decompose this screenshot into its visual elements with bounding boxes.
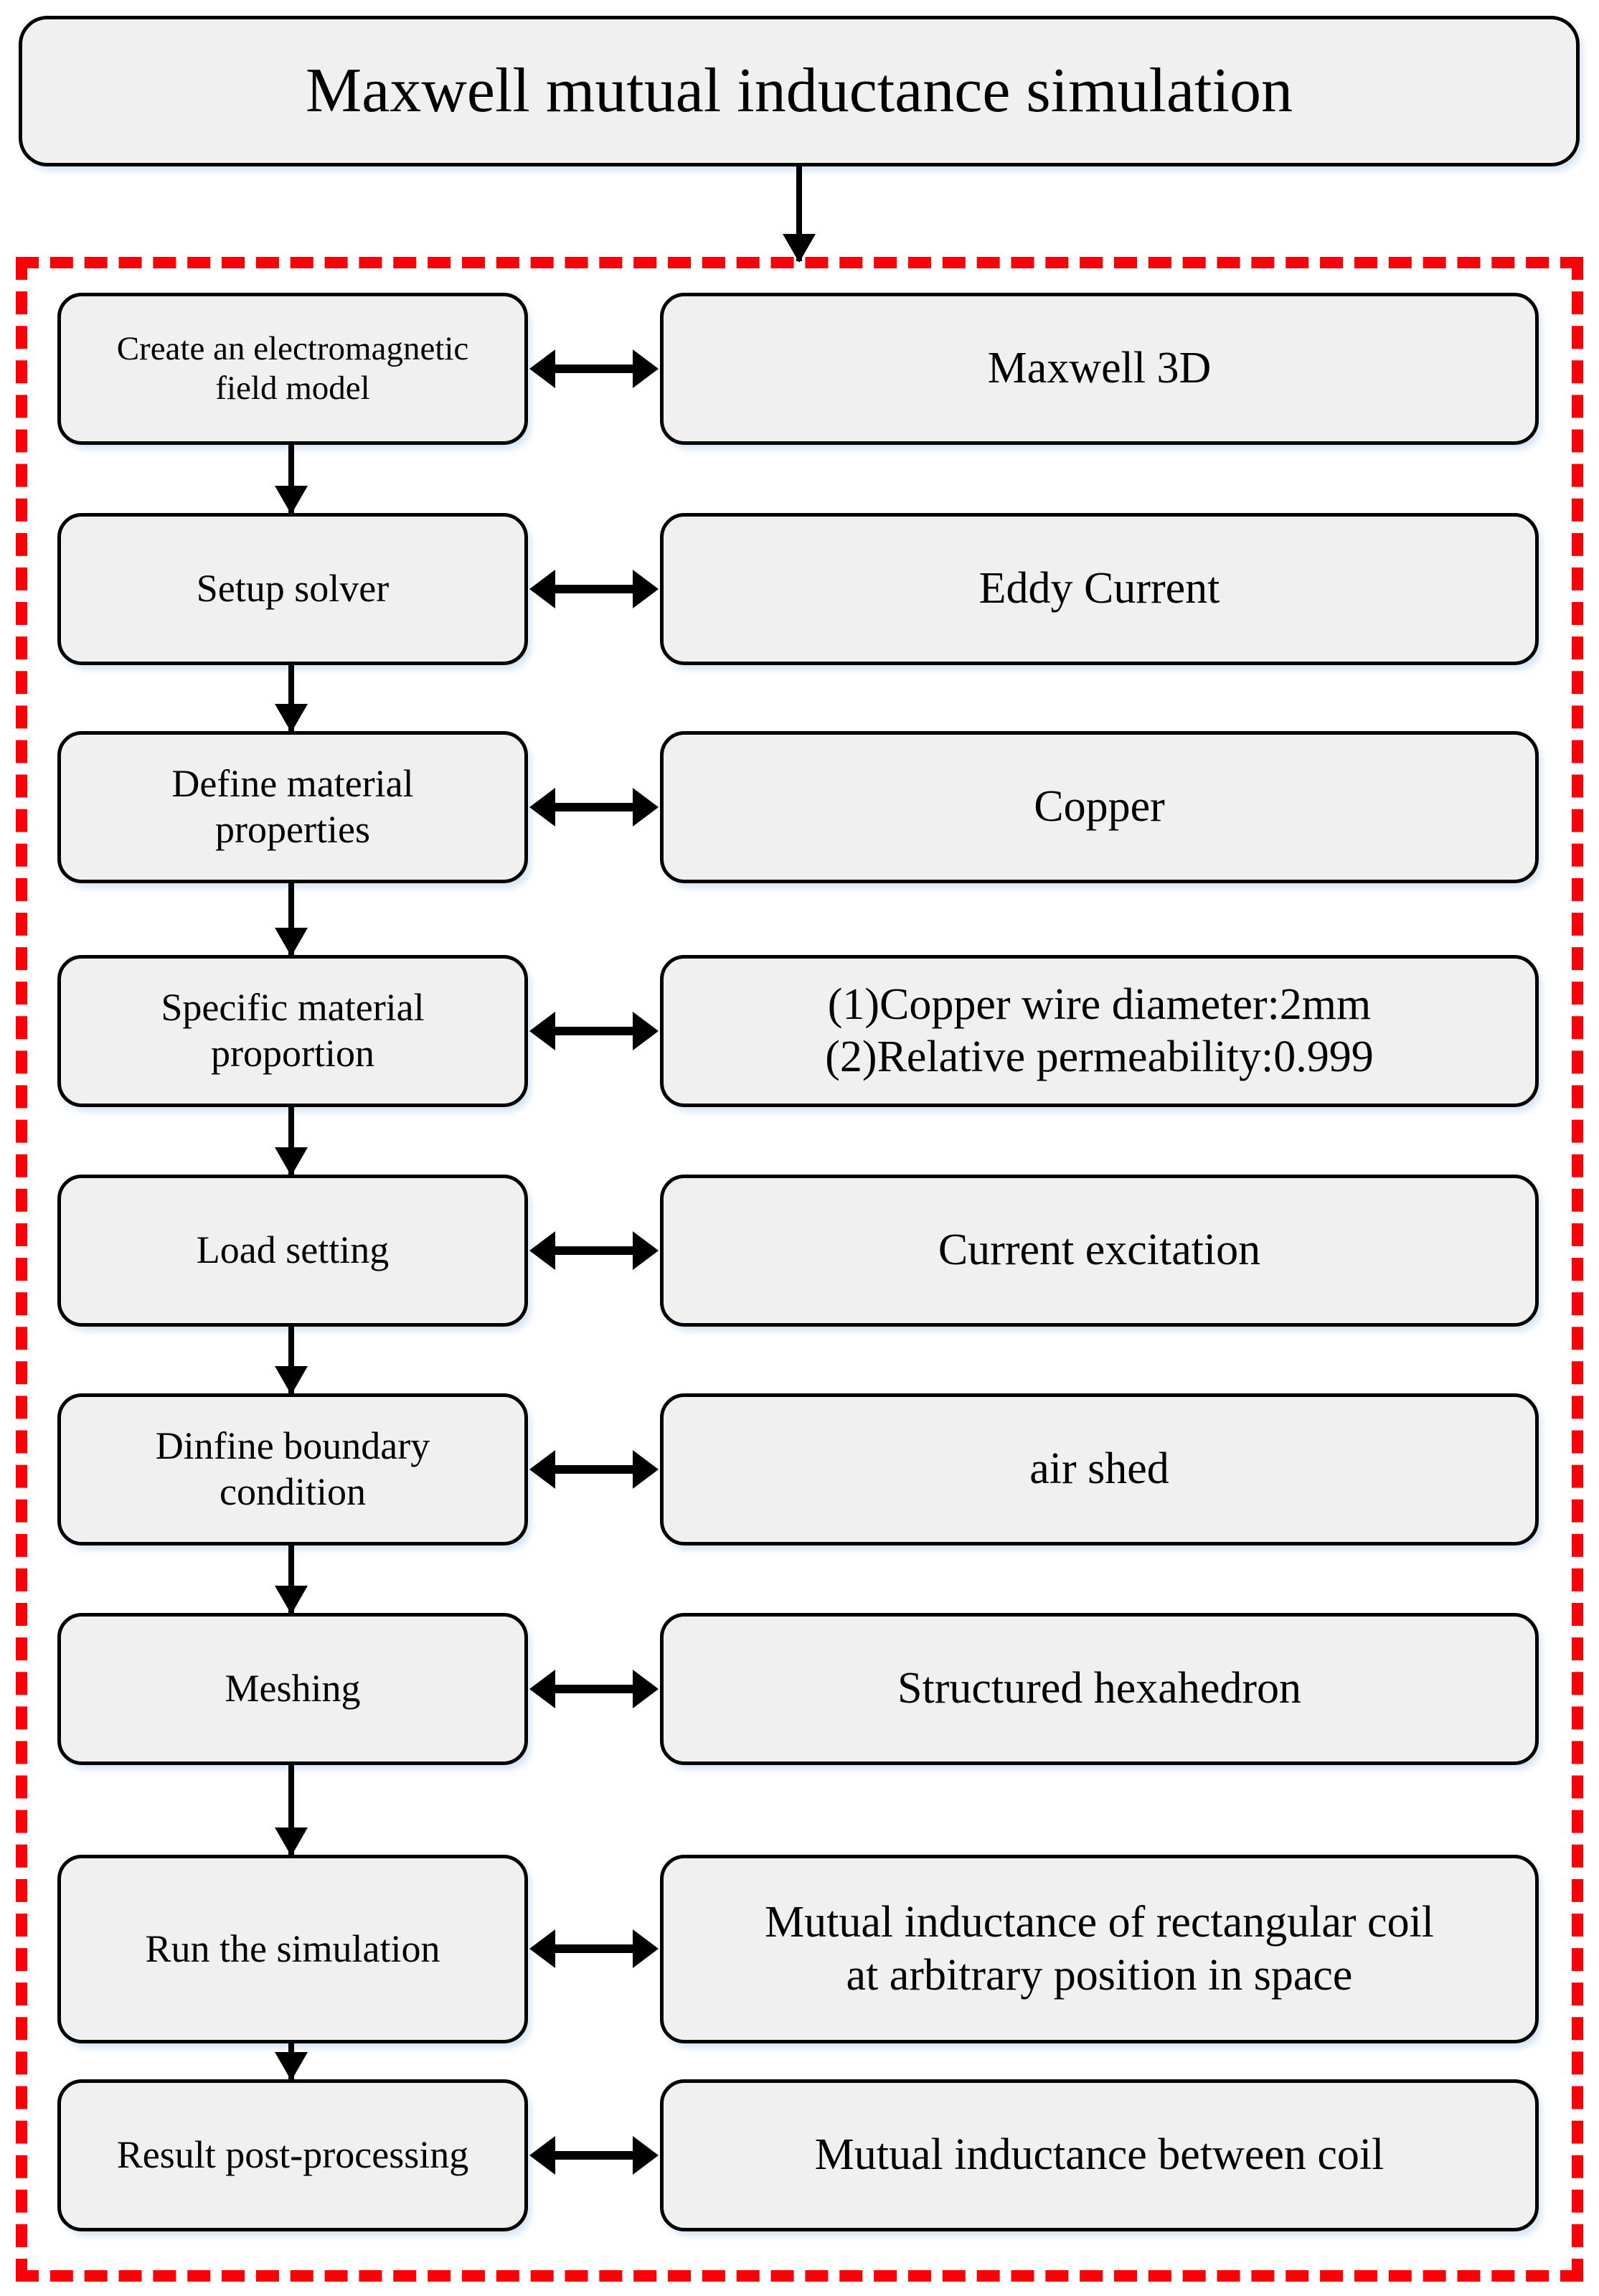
arrow-head-right — [633, 788, 659, 827]
detail-box-4[interactable]: (1)Copper wire diameter:2mm (2)Relative … — [660, 955, 1539, 1107]
step-box-1[interactable]: Create an electromagnetic field model — [57, 293, 528, 445]
step-label-3: Define material properties — [171, 762, 414, 851]
arrow-head-right — [633, 1012, 659, 1050]
arrow-shaft — [288, 1765, 294, 1855]
arrow-head-down — [275, 1366, 308, 1395]
diagram-title-box: Maxwell mutual inductance simulation — [19, 16, 1580, 166]
arrow-shaft — [288, 1545, 294, 1613]
detail-box-2[interactable]: Eddy Current — [660, 513, 1539, 665]
arrow-head-down — [275, 1147, 308, 1176]
detail-label-7: Structured hexahedron — [897, 1664, 1301, 1713]
detail-label-8: Mutual inductance of rectangular coil at… — [764, 1898, 1435, 2000]
arrow-shaft — [288, 665, 294, 731]
arrow-head-down — [275, 704, 308, 733]
detail-box-5[interactable]: Current excitation — [660, 1175, 1539, 1327]
arrow-head-down — [275, 928, 308, 956]
arrow-shaft — [288, 445, 294, 513]
arrow-head-right — [633, 1670, 659, 1708]
detail-box-1[interactable]: Maxwell 3D — [660, 293, 1539, 445]
arrow-head-left — [529, 2136, 555, 2175]
arrow-head-right — [633, 2136, 659, 2175]
step-box-9[interactable]: Result post-processing — [57, 2079, 528, 2231]
arrow-shaft — [554, 1465, 634, 1474]
step-label-8: Run the simulation — [145, 1926, 440, 1970]
arrow-head-right — [633, 1450, 659, 1489]
detail-box-9[interactable]: Mutual inductance between coil — [660, 2079, 1539, 2231]
arrow-shaft — [288, 1107, 294, 1175]
detail-label-5: Current excitation — [938, 1225, 1261, 1275]
arrow-shaft — [554, 1246, 634, 1255]
step-box-7[interactable]: Meshing — [57, 1613, 528, 1765]
arrow-shaft — [796, 166, 802, 261]
detail-label-9: Mutual inductance between coil — [814, 2130, 1385, 2180]
detail-label-1: Maxwell 3D — [987, 344, 1212, 393]
detail-box-7[interactable]: Structured hexahedron — [660, 1613, 1539, 1765]
arrow-head-down — [783, 234, 816, 263]
step-label-4: Specific material proportion — [161, 986, 425, 1075]
arrow-head-left — [529, 1670, 555, 1708]
arrow-head-right — [633, 1929, 659, 1968]
arrow-shaft — [554, 364, 634, 373]
arrow-head-left — [529, 1929, 555, 1968]
arrow-head-down — [275, 2052, 308, 2081]
arrow-head-left — [529, 570, 555, 608]
step-box-4[interactable]: Specific material proportion — [57, 955, 528, 1107]
arrow-head-down — [275, 1827, 308, 1856]
step-label-5: Load setting — [196, 1228, 390, 1272]
step-box-3[interactable]: Define material properties — [57, 731, 528, 883]
detail-label-4: (1)Copper wire diameter:2mm (2)Relative … — [825, 979, 1374, 1081]
step-label-2: Setup solver — [196, 567, 390, 611]
arrow-head-left — [529, 1450, 555, 1489]
step-box-6[interactable]: Dinfine boundary condition — [57, 1393, 528, 1545]
step-label-9: Result post-processing — [116, 2133, 469, 2177]
arrow-head-right — [633, 1231, 659, 1270]
step-box-2[interactable]: Setup solver — [57, 513, 528, 665]
arrow-shaft — [554, 1027, 634, 1035]
step-box-5[interactable]: Load setting — [57, 1175, 528, 1327]
arrow-head-down — [275, 1586, 308, 1614]
arrow-shaft — [554, 1685, 634, 1693]
arrow-head-left — [529, 1231, 555, 1270]
step-label-6: Dinfine boundary condition — [155, 1424, 430, 1513]
step-label-1: Create an electromagnetic field model — [116, 329, 469, 407]
detail-box-8[interactable]: Mutual inductance of rectangular coil at… — [660, 1855, 1539, 2043]
arrow-head-right — [633, 349, 659, 388]
detail-label-6: air shed — [1029, 1444, 1169, 1494]
step-label-7: Meshing — [225, 1667, 361, 1711]
arrow-shaft — [288, 883, 294, 955]
arrow-head-left — [529, 788, 555, 827]
detail-box-3[interactable]: Copper — [660, 731, 1539, 883]
arrow-head-left — [529, 1012, 555, 1050]
arrow-shaft — [554, 1944, 634, 1953]
detail-label-2: Eddy Current — [978, 564, 1220, 613]
arrow-shaft — [554, 803, 634, 811]
step-box-8[interactable]: Run the simulation — [57, 1855, 528, 2043]
arrow-head-down — [275, 486, 308, 514]
diagram-title-text: Maxwell mutual inductance simulation — [306, 56, 1293, 126]
arrow-head-left — [529, 349, 555, 388]
arrow-shaft — [554, 585, 634, 593]
detail-label-3: Copper — [1034, 782, 1165, 832]
arrow-head-right — [633, 570, 659, 608]
detail-box-6[interactable]: air shed — [660, 1393, 1539, 1545]
arrow-shaft — [288, 1327, 294, 1393]
arrow-shaft — [554, 2151, 634, 2160]
